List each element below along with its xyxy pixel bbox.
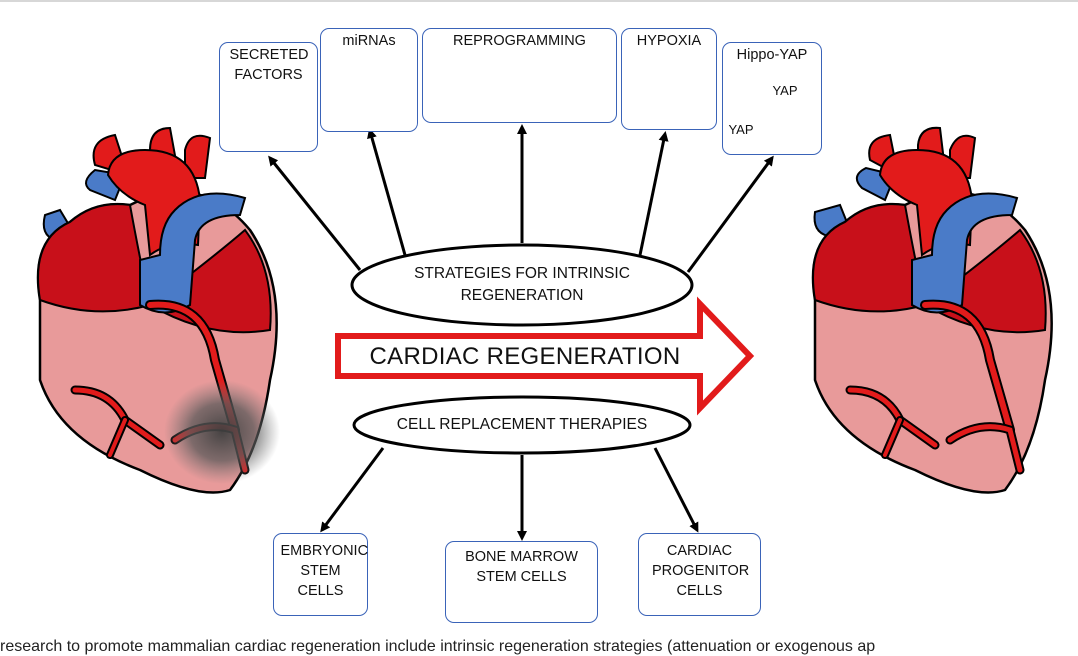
reprogramming-box: REPROGRAMMING <box>422 28 617 123</box>
secreted-factors-label: SECRETED FACTORS <box>229 47 309 83</box>
arrow-to-secreted-factors <box>268 155 362 271</box>
secreted-factors-box: SECRETED FACTORS <box>219 42 318 152</box>
cardiac-progenitor-cells-label: CARDIAC PROGENITOR CELLS <box>652 543 750 599</box>
bone-marrow-stem-cells-label: BONE MARROW STEM CELLS <box>465 549 578 585</box>
arrow-to-mirnas <box>367 128 407 256</box>
embryonic-stem-cells-box: EMBRYONIC STEM CELLS <box>273 533 368 616</box>
arrow-to-hypoxia <box>638 131 669 256</box>
arrow-to-cardiac-progenitor <box>653 447 699 533</box>
embryonic-stem-cells-label: EMBRYONIC STEM CELLS <box>280 543 369 599</box>
intrinsic-strategies-label: STRATEGIES FOR INTRINSIC REGENERATION <box>414 265 630 304</box>
damaged-heart-illustration <box>36 126 280 494</box>
phospho-p-label: P <box>800 69 807 79</box>
hippo-yap-box: Hippo-YAP <box>722 42 822 155</box>
bone-marrow-stem-cells-box: BONE MARROW STEM CELLS <box>445 541 598 623</box>
yap-phosphorylated-label: YAP <box>772 83 798 98</box>
arrow-to-embryonic <box>320 447 385 533</box>
replacement-ellipse <box>352 395 692 455</box>
yap-label: YAP <box>728 122 754 137</box>
replacement-arrows <box>320 447 699 541</box>
intrinsic-arrows <box>268 124 774 273</box>
hippo-yap-label: Hippo-YAP <box>736 47 808 63</box>
cardiac-regeneration-label: CARDIAC REGENERATION <box>369 343 681 370</box>
cardiac-regeneration-arrow <box>335 296 755 416</box>
mirnas-box: miRNAs <box>320 28 418 132</box>
top-border <box>0 0 1078 2</box>
figure-caption: research to promote mammalian cardiac re… <box>0 638 876 655</box>
hypoxia-box: HYPOXIA <box>621 28 717 130</box>
cardiac-progenitor-cells-box: CARDIAC PROGENITOR CELLS <box>638 533 761 616</box>
cell-replacement-label: CELL REPLACEMENT THERAPIES <box>396 416 648 433</box>
regenerated-heart-illustration <box>811 126 1053 494</box>
intrinsic-ellipse <box>350 243 694 327</box>
infarct-scar <box>164 380 280 484</box>
mirnas-label: miRNAs <box>342 33 396 49</box>
reprogramming-label: REPROGRAMMING <box>453 33 586 49</box>
arrow-to-hippo-yap <box>686 155 774 273</box>
hypoxia-label: HYPOXIA <box>636 33 702 49</box>
